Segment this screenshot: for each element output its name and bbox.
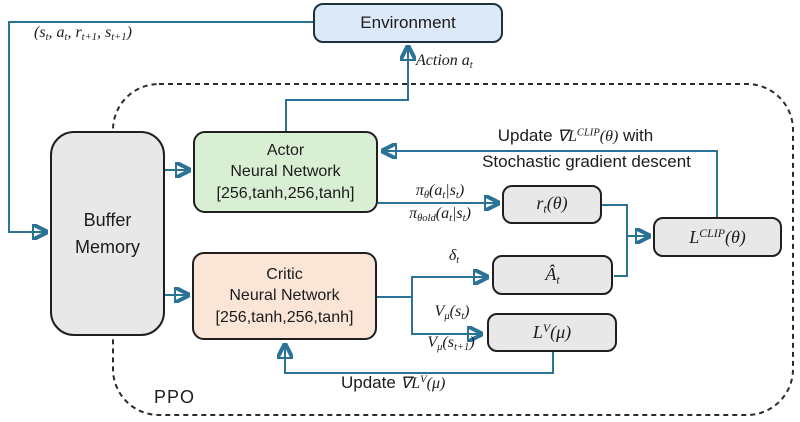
update-clip-post: with: [618, 126, 654, 145]
actor-label-line1: Actor: [266, 142, 305, 160]
critic-network-box: Critic Neural Network [256,tanh,256,tanh…: [192, 252, 377, 340]
transition-tuple-label: (st, at, rt+1, st+1): [34, 24, 132, 43]
buffer-label-line1: Buffer: [83, 209, 132, 230]
update-value-loss-label: Update ∇LV(μ): [341, 373, 445, 393]
value-st1-label: Vμ(st+1): [427, 334, 475, 353]
arrow-actor-action-to-env: [285, 48, 408, 131]
update-clip-pre: Update: [497, 126, 558, 145]
update-clip-label-line2: Stochastic gradient descent: [482, 152, 691, 171]
arrow-critic-v-to-lv: [411, 297, 480, 334]
arrow-lclip-update-to-actor: [384, 151, 718, 217]
ratio-label: rt(θ): [536, 193, 568, 216]
update-clip-label-line1: Update ∇LCLIP(θ) with: [448, 126, 703, 146]
critic-label-line3: [256,tanh,256,tanh]: [215, 308, 354, 326]
policy-ratio-fraction: πθ(at|st) πθold(at|st): [380, 182, 500, 225]
update-v-pre: Update: [341, 373, 401, 392]
update-clip-math: ∇LCLIP(θ): [557, 127, 619, 145]
line-rt-advantage-merge: [602, 204, 628, 277]
probability-ratio-box: rt(θ): [502, 185, 602, 224]
value-st-label: Vμ(st): [434, 303, 470, 322]
advantage-label: Ât: [545, 263, 560, 287]
arrow-lv-update-to-critic: [285, 346, 554, 374]
td-error-label: δt: [448, 247, 460, 266]
actor-label-line2: Neural Network: [230, 163, 341, 181]
action-label: Action at: [416, 52, 473, 71]
buffer-label-line2: Memory: [74, 236, 140, 257]
update-v-math: ∇LV(μ): [400, 374, 446, 392]
value-loss-label: LV(μ): [532, 321, 572, 343]
pi-new-label: πθ(at|st): [415, 182, 465, 201]
actor-label-line3: [256,tanh,256,tanh]: [216, 184, 355, 202]
critic-label-line1: Critic: [266, 266, 303, 284]
value-loss-box: LV(μ): [487, 313, 617, 352]
environment-label: Environment: [360, 13, 456, 33]
arrow-critic-delta-to-advantage: [377, 277, 486, 298]
critic-label-line2: Neural Network: [229, 287, 340, 305]
ppo-label: PPO: [154, 387, 196, 407]
pi-old-label: πθold(at|st): [409, 205, 471, 224]
clip-loss-box: LCLIP(θ): [653, 217, 782, 257]
advantage-estimate-box: Ât: [492, 255, 613, 295]
clip-loss-label: LCLIP(θ): [689, 225, 746, 247]
buffer-memory-box: Buffer Memory: [50, 131, 165, 336]
actor-network-box: Actor Neural Network [256,tanh,256,tanh]: [193, 131, 378, 213]
arrow-env-to-buffer: [8, 21, 313, 232]
environment-box: Environment: [313, 3, 503, 43]
